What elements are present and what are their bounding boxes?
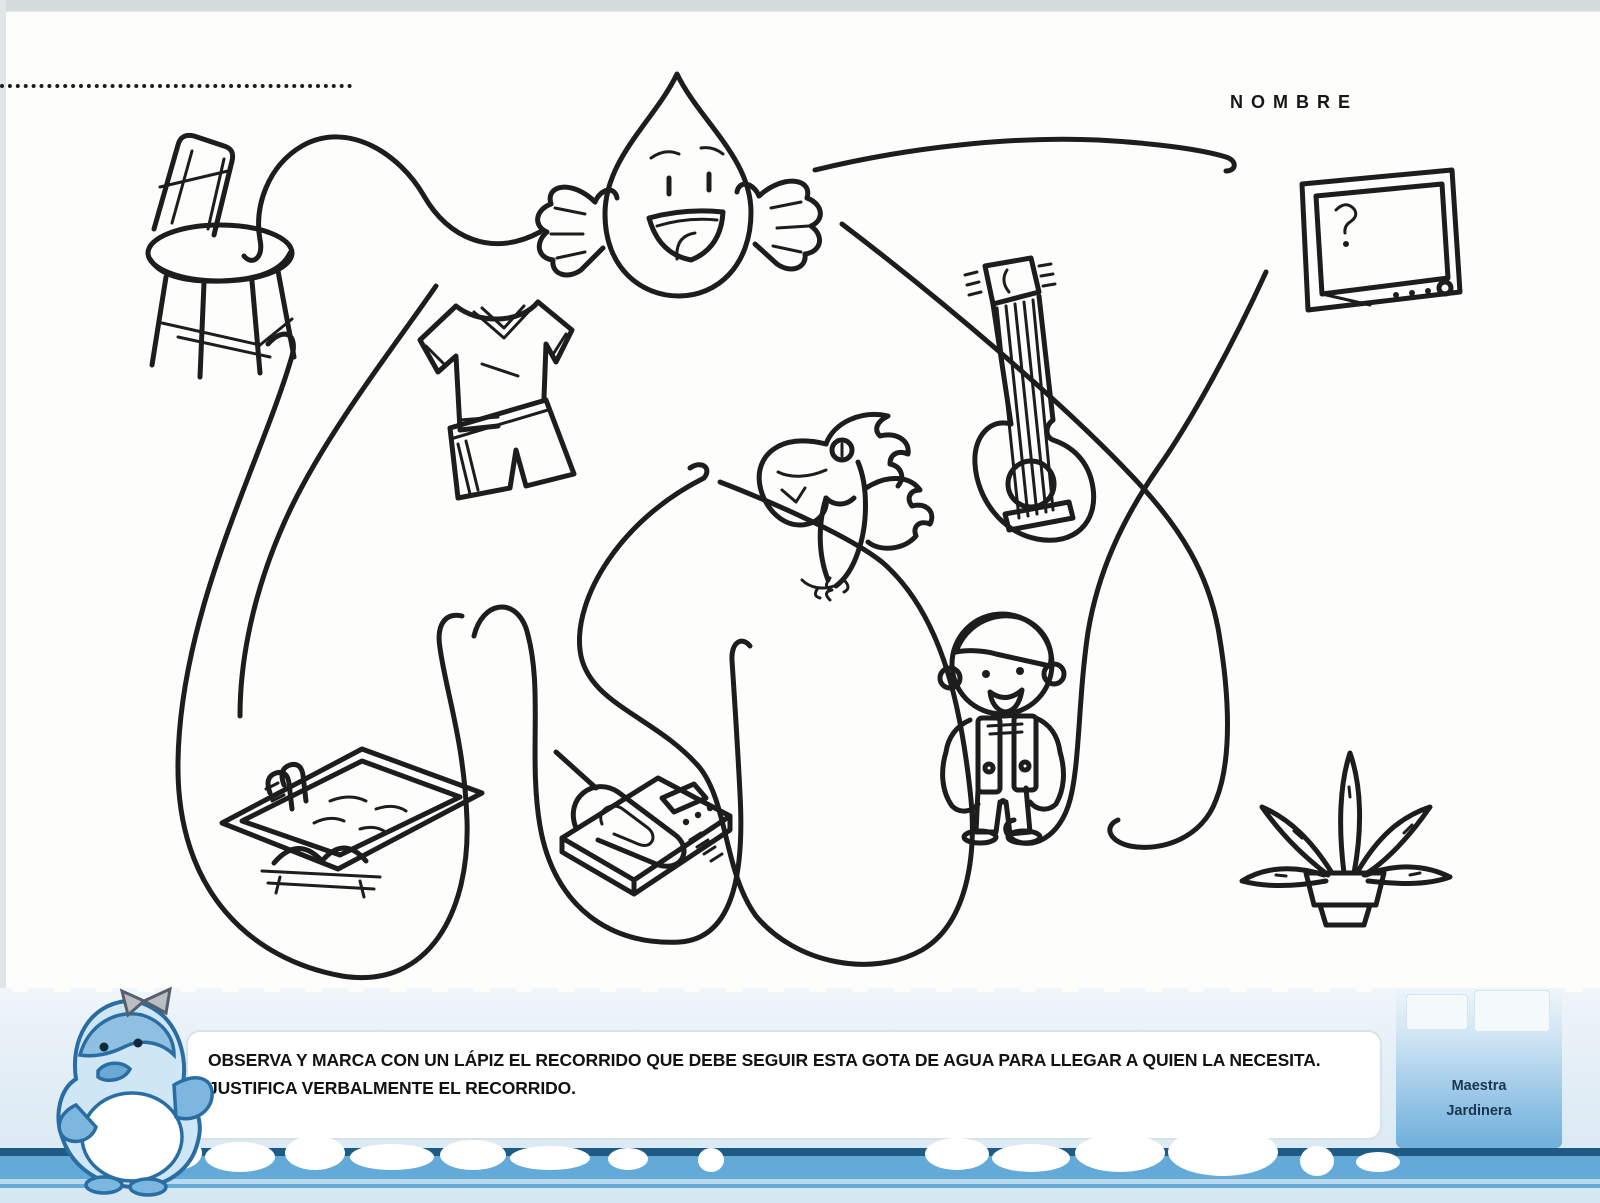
snow-blob xyxy=(1300,1146,1334,1176)
snow-blob xyxy=(205,1142,275,1172)
instruction-line-2: JUSTIFICA VERBALMENTE EL RECORRIDO. xyxy=(208,1078,576,1098)
snow-blob xyxy=(350,1144,434,1170)
maze-paths xyxy=(175,134,1269,981)
boy-illustration xyxy=(937,611,1067,846)
chair-illustration xyxy=(145,132,297,380)
maze-path-pool-loop xyxy=(175,331,470,981)
television-illustration xyxy=(1299,167,1463,313)
footer-snow-edge xyxy=(0,978,1600,992)
maze-path-phone-loop xyxy=(471,604,753,945)
credit-text: Maestra Jardinera xyxy=(1396,1074,1562,1125)
snow-blob xyxy=(992,1144,1070,1172)
guitar-illustration xyxy=(963,255,1097,543)
name-dotted-line xyxy=(0,70,352,88)
penguin-mascot xyxy=(56,986,214,1197)
pool-illustration xyxy=(219,746,485,899)
maze-path-top-left xyxy=(241,134,543,263)
instruction-line-1: OBSERVA Y MARCA CON UN LÁPIZ EL RECORRID… xyxy=(208,1050,1321,1070)
maze-path-center-loop xyxy=(576,462,975,967)
credit-panel: Maestra Jardinera xyxy=(1396,988,1562,1148)
snow-blob xyxy=(1168,1128,1278,1176)
footer-strip-highlight xyxy=(0,1179,1600,1184)
name-label: NOMBRE xyxy=(1230,92,1358,112)
ice-block xyxy=(1474,990,1550,1032)
plant-illustration xyxy=(1239,750,1453,928)
clothes-illustration xyxy=(417,299,577,501)
snow-blob xyxy=(698,1148,724,1172)
snow-blob xyxy=(285,1136,345,1170)
snow-blob xyxy=(608,1148,648,1170)
credit-line-2: Jardinera xyxy=(1446,1103,1512,1120)
snow-blob xyxy=(925,1138,989,1170)
telephone-illustration xyxy=(553,749,733,897)
maze-path-right-outer xyxy=(839,221,1230,850)
snow-blob xyxy=(1075,1134,1165,1172)
scan-left-edge xyxy=(0,0,6,1203)
water-drop-character xyxy=(535,71,823,299)
maze-path-top-right xyxy=(812,136,1237,174)
ice-block xyxy=(1406,994,1468,1030)
instruction-box: OBSERVA Y MARCA CON UN LÁPIZ EL RECORRID… xyxy=(186,1030,1382,1140)
snow-blob xyxy=(440,1140,506,1170)
snow-blob xyxy=(1356,1152,1400,1172)
snow-blob xyxy=(510,1146,590,1170)
maze-path-left-inner xyxy=(237,283,439,719)
credit-line-1: Maestra xyxy=(1451,1078,1507,1094)
parrot-illustration xyxy=(756,412,935,602)
scan-top-edge xyxy=(0,0,1600,12)
